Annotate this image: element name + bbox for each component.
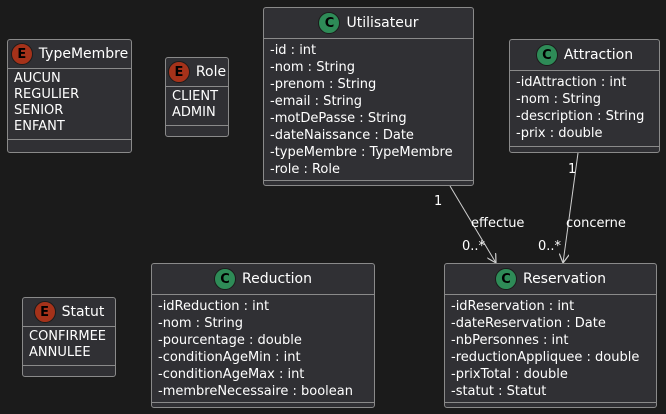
class-utilisateur[interactable]: C Utilisateur -id : int -nom : String -p… [263,7,474,186]
class-field: -nom : String [158,316,243,331]
class-footer [152,402,374,411]
class-fields: -idAttraction : int -nom : String -descr… [510,71,659,142]
enum-value: SENIOR [14,103,64,118]
class-field: -prixTotal : double [451,367,568,382]
class-fields: -idReduction : int -nom : String -pource… [152,295,374,400]
class-name: Attraction [563,47,634,63]
enum-footer [23,365,115,374]
enum-statut-header: E Statut [23,298,115,327]
class-field: -role : Role [270,162,340,177]
class-field: -prenom : String [270,77,377,92]
class-field: -conditionAgeMin : int [158,350,301,365]
enum-value: CONFIRMEE [29,329,107,344]
enum-badge-icon: E [167,61,190,83]
enum-value: ENFANT [14,119,65,134]
class-field: -description : String [516,109,645,124]
class-field: -nbPersonnes : int [451,333,569,348]
enum-value: ADMIN [172,105,216,120]
enum-value: REGULIER [14,87,80,102]
class-badge-icon: C [494,268,517,290]
class-attraction-header: C Attraction [510,40,659,71]
mult-reservation-effectue: 0..* [462,239,486,254]
class-field: -motDePasse : String [270,111,407,126]
mult-attraction-1: 1 [568,162,576,177]
enum-footer [166,125,228,134]
enum-statut[interactable]: E Statut CONFIRMEE ANNULEE [22,297,116,377]
class-reduction[interactable]: C Reduction -idReduction : int -nom : St… [151,263,375,408]
mult-utilisateur-1: 1 [434,194,442,209]
enum-name: TypeMembre [38,46,129,62]
enum-footer [8,139,131,148]
class-field: -dateNaissance : Date [270,128,414,143]
class-field: -idReduction : int [158,299,270,314]
class-name: Reduction [242,271,312,287]
enum-value: ANNULEE [29,345,91,360]
class-field: -conditionAgeMax : int [158,367,305,382]
class-fields: -idReservation : int -dateReservation : … [445,295,656,400]
enum-typemembre-header: E TypeMembre [8,40,131,69]
enum-name: Role [195,64,227,80]
class-badge-icon: C [318,12,341,34]
class-field: -typeMembre : TypeMembre [270,145,453,160]
class-name: Utilisateur [346,15,419,31]
class-field: -membreNecessaire : boolean [158,384,353,399]
enum-value: AUCUN [14,71,61,86]
class-field: -email : String [270,94,362,109]
class-field: -nom : String [270,60,355,75]
class-field: -statut : Statut [451,384,547,399]
enum-value: CLIENT [172,89,219,104]
label-effectue: effectue [471,216,524,231]
class-field: -nom : String [516,92,601,107]
enum-typemembre[interactable]: E TypeMembre AUCUN REGULIER SENIOR ENFAN… [7,39,132,153]
class-footer [510,146,659,155]
class-field: -dateReservation : Date [451,316,606,331]
mult-reservation-concerne: 0..* [538,239,562,254]
class-attraction[interactable]: C Attraction -idAttraction : int -nom : … [509,39,660,153]
class-badge-icon: C [214,268,236,290]
class-utilisateur-header: C Utilisateur [264,8,473,39]
enum-badge-icon: E [10,43,33,65]
edge-utilisateur-reservation [449,185,496,263]
class-reduction-header: C Reduction [152,264,374,295]
class-name: Reservation [522,271,607,287]
class-field: -pourcentage : double [158,333,302,348]
class-field: -reductionAppliquee : double [451,350,640,365]
enum-badge-icon: E [33,301,56,323]
class-fields: -id : int -nom : String -prenom : String… [264,39,473,178]
label-concerne: concerne [566,216,626,231]
class-field: -idAttraction : int [516,75,627,90]
class-field: -prix : double [516,126,603,141]
edge-attraction-reservation [563,152,579,263]
class-field: -id : int [270,43,317,58]
class-field: -idReservation : int [451,299,575,314]
class-footer [264,180,473,189]
class-reservation-header: C Reservation [445,264,656,295]
class-reservation[interactable]: C Reservation -idReservation : int -date… [444,263,657,408]
enum-role-header: E Role [166,58,228,87]
enum-values: CLIENT ADMIN [166,87,228,121]
enum-values: AUCUN REGULIER SENIOR ENFANT [8,69,131,135]
enum-name: Statut [61,304,105,320]
enum-role[interactable]: E Role CLIENT ADMIN [165,57,229,137]
enum-values: CONFIRMEE ANNULEE [23,327,115,361]
class-footer [445,402,656,411]
class-badge-icon: C [535,44,558,66]
